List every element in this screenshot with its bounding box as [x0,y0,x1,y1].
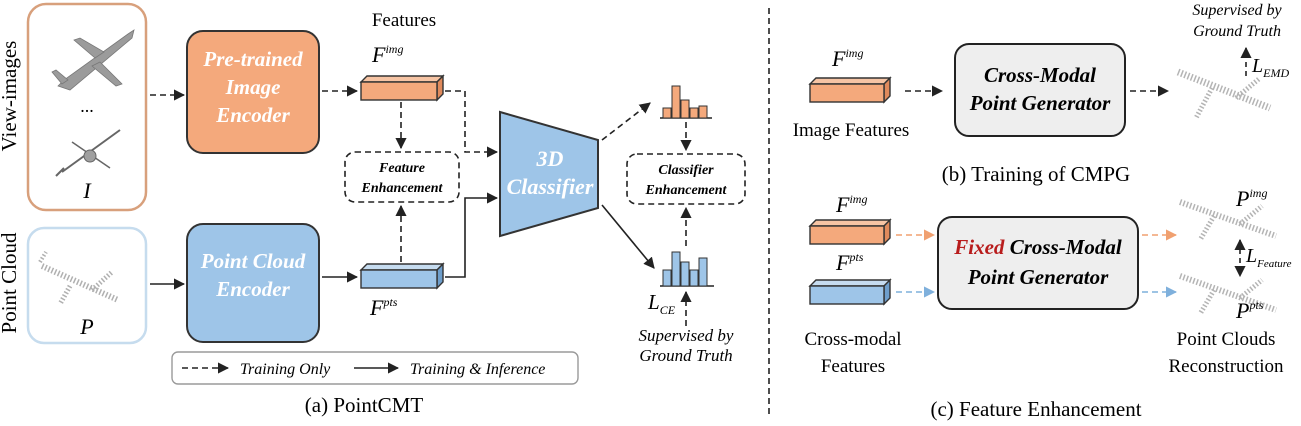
classifier-label-1: 3D [536,146,564,171]
student-histogram [660,251,714,287]
c-feat-pts-sup: pts [848,250,863,264]
c-point-feature-bar [808,278,892,306]
arrow-classifier-to-teacher-hist [601,102,651,141]
legend-solid-label: Training & Inference [410,361,545,378]
feat-img-letter: F [371,42,386,67]
point-encoder-label-2: Encoder [215,277,290,301]
c-feat-img-sup: img [849,192,867,206]
c-img-point-cloud-icon [1178,199,1278,242]
teacher-histogram [660,85,712,119]
b-generator-box [954,43,1126,137]
c-generator-line1: Cross-Modal [1010,235,1122,259]
point-cloud-airplane-icon [38,250,120,306]
b-generator-label-1: Cross-Modal [984,63,1096,87]
c-point-clouds-label-2: Reconstruction [1168,356,1284,377]
c-loss-feature-letter: L [1245,245,1257,267]
c-feat-img-symbol: Fimg [835,192,867,217]
caption-a: (a) PointCMT [305,393,424,417]
c-feat-pts-letter: F [835,250,850,275]
classifier-enhancement-box [626,153,746,205]
feature-enhancement-label-2: Enhancement [361,181,444,196]
b-supervised-label-1: Supervised by [1192,2,1282,19]
image-encoder-label-3: Encoder [215,103,290,127]
point-cloud-encoder-box [186,223,320,343]
arrow-classifier-to-student-hist [601,204,655,269]
point-encoder-label-1: Point Cloud [200,249,306,273]
b-point-cloud-airplane-icon [1176,68,1272,120]
classifier-enhancement-label-1: Classifier [658,163,714,178]
b-feat-letter: F [831,46,846,71]
feat-pts-symbol: Fpts [369,295,398,320]
airplane-top-view-icon [55,129,121,177]
view-images-side-label: View-images [0,41,21,152]
c-feat-pts-symbol: Fpts [835,250,864,275]
b-image-feature-bar [808,76,892,104]
c-generator-label-2: Point Generator [967,265,1109,289]
feat-img-sup: img [385,42,403,56]
image-encoder-box [186,30,320,154]
b-loss-emd-letter: L [1251,55,1263,77]
c-out-pts-sup: pts [1248,298,1263,312]
image-encoder-label-2: Image [225,75,281,99]
feat-img-symbol: Fimg [371,42,403,67]
loss-ce-sub: CE [660,303,676,317]
loss-ce-symbol: LCE [647,290,676,317]
feature-enhancement-label-1: Feature [378,161,425,176]
classifier-shape [499,110,599,238]
b-generator-label-2: Point Generator [969,91,1111,115]
feature-enhancement-box [344,151,460,203]
b-supervised-label-2: Ground Truth [1193,23,1281,40]
point-cloud-side-label: Point Cloud [0,232,21,333]
c-point-clouds-label-1: Point Clouds [1177,329,1276,350]
c-loss-feature-sub: Feature [1256,258,1292,270]
supervised-label-1: Supervised by [639,326,734,345]
points-symbol: P [79,314,93,339]
legend-dashed-label: Training Only [240,361,331,378]
supervised-label-2: Ground Truth [639,346,732,365]
c-cross-modal-label-2: Features [821,356,885,377]
point-feature-bar [359,262,445,290]
c-generator-label-1: Fixed Cross-Modal [953,235,1122,259]
images-symbol: I [82,178,92,203]
c-out-pts-symbol: Ppts [1235,298,1264,323]
b-image-features-label: Image Features [793,120,910,141]
caption-c: (c) Feature Enhancement [930,397,1141,421]
b-feat-sup: img [845,46,863,60]
c-image-feature-bar [808,218,892,246]
c-generator-fixed: Fixed [953,235,1005,259]
classifier-enhancement-label-2: Enhancement [645,183,728,198]
ellipsis-text: ... [80,96,94,116]
view-images-box [26,2,148,212]
c-out-img-letter: P [1235,186,1249,211]
b-loss-emd: LEMD [1251,55,1289,80]
classifier-label-2: Classifier [507,174,594,199]
c-generator-box [937,216,1139,310]
c-pts-point-cloud-icon [1178,273,1278,316]
arrow-pts-feature-to-classifier [445,192,499,278]
caption-b: (b) Training of CMPG [942,162,1130,186]
c-cross-modal-label-1: Cross-modal [804,329,901,350]
airplane-icon [51,29,135,91]
feat-pts-letter: F [369,295,384,320]
c-feat-img-letter: F [835,192,850,217]
feat-pts-sup: pts [382,295,397,309]
features-header: Features [372,10,436,31]
c-out-img-symbol: Pimg [1235,186,1267,211]
c-out-img-sup: img [1249,186,1267,200]
c-loss-feature: LFeature [1245,245,1292,270]
arrow-img-feature-to-classifier [445,90,499,158]
image-feature-bar [359,74,445,102]
image-encoder-label-1: Pre-trained [202,47,303,71]
loss-ce-letter: L [647,290,660,314]
b-loss-emd-sub: EMD [1262,66,1289,80]
b-feat-symbol: Fimg [831,46,863,71]
c-out-pts-letter: P [1235,298,1249,323]
